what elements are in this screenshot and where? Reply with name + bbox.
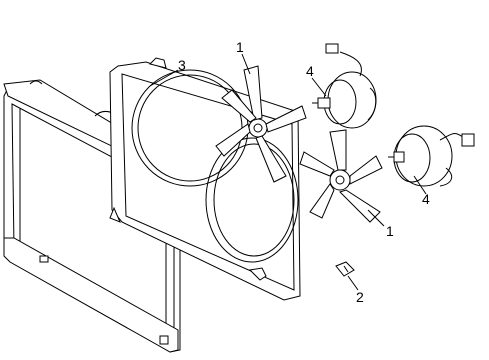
callout-1-lower: 1 [386,223,394,239]
callout-4-upper: 4 [306,63,314,79]
lower-fan [299,129,383,223]
callout-3: 3 [178,57,186,73]
lower-fan-motor [388,125,475,187]
leader-lines [149,53,427,291]
callout-1-upper: 1 [236,39,244,55]
callout-4-lower: 4 [422,191,430,207]
upper-fan-motor [312,43,377,129]
callout-2: 2 [356,289,364,305]
retainer-clip [335,261,355,277]
upper-fan [215,65,307,183]
